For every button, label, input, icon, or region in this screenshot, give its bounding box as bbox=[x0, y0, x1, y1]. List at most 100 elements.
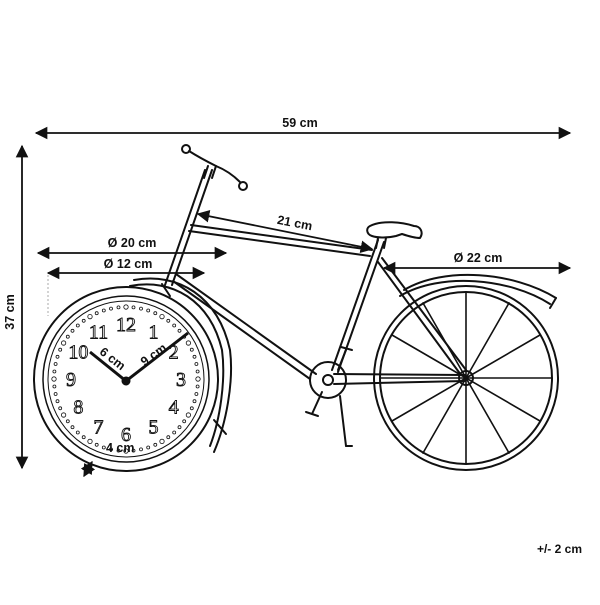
minute-tick bbox=[194, 362, 199, 366]
minute-tick bbox=[52, 369, 57, 374]
clock-numeral: 2 bbox=[169, 342, 179, 364]
clock-numeral: 11 bbox=[89, 321, 108, 343]
clock-face-label: Ø 12 cm bbox=[104, 257, 153, 271]
hour-hand bbox=[89, 350, 127, 383]
clock-numeral: 8 bbox=[73, 397, 83, 419]
minute-tick bbox=[58, 406, 63, 411]
minute-tick bbox=[189, 347, 194, 352]
minute-tick bbox=[194, 392, 199, 396]
clock-numeral: 4 bbox=[169, 397, 179, 419]
frame-length-label: 21 cm bbox=[276, 213, 313, 234]
minute-tick bbox=[159, 313, 165, 320]
minute-tick bbox=[60, 412, 67, 418]
seat-tube bbox=[331, 239, 385, 373]
minute-tick bbox=[70, 328, 75, 333]
minute-tick bbox=[195, 376, 201, 382]
clock-minute-ticks bbox=[51, 304, 201, 454]
front-fender bbox=[129, 277, 233, 453]
minute-tick bbox=[58, 347, 63, 352]
minute-tick bbox=[146, 445, 151, 450]
clock-center-pin bbox=[121, 376, 131, 386]
seat-stays bbox=[377, 257, 467, 376]
clock-numeral: 6 bbox=[121, 424, 131, 446]
minute-tick bbox=[146, 308, 151, 313]
minute-tick bbox=[109, 306, 113, 311]
minute-tick bbox=[195, 369, 200, 374]
minute-tick bbox=[153, 311, 158, 316]
bicycle-illustration bbox=[129, 144, 559, 471]
handlebar bbox=[181, 144, 248, 191]
minute-tick bbox=[101, 445, 106, 450]
minute-tick bbox=[131, 305, 136, 310]
minute-tick bbox=[53, 362, 58, 366]
minute-tick bbox=[185, 412, 191, 418]
minute-tick bbox=[131, 448, 136, 453]
clock-face bbox=[47, 300, 205, 458]
minute-tick bbox=[139, 306, 143, 311]
minute-tick bbox=[166, 318, 171, 323]
minute-tick bbox=[101, 308, 106, 313]
clock-numeral: 5 bbox=[149, 417, 159, 439]
minute-tick bbox=[65, 334, 70, 339]
minute-tick bbox=[159, 438, 165, 444]
minute-tick bbox=[75, 323, 80, 328]
tolerance-note: +/- 2 cm bbox=[536, 542, 582, 556]
minute-tick bbox=[177, 425, 182, 430]
wheel-label: Ø 22 cm bbox=[454, 251, 503, 265]
clock-hands bbox=[89, 331, 189, 386]
minute-tick bbox=[52, 384, 57, 389]
frame-length-dimension-line bbox=[196, 210, 374, 253]
clock-numeral: 7 bbox=[94, 417, 104, 439]
minute-tick bbox=[51, 376, 57, 382]
minute-tick bbox=[139, 447, 143, 452]
minute-tick bbox=[195, 384, 200, 389]
minute-tick bbox=[81, 435, 86, 440]
rear-wheel bbox=[373, 273, 559, 471]
minute-tick bbox=[172, 323, 177, 328]
minute-tick bbox=[166, 435, 171, 440]
minute-tick bbox=[87, 438, 93, 444]
minute-tick bbox=[192, 399, 197, 404]
fork bbox=[164, 169, 213, 286]
minute-tick bbox=[55, 399, 60, 404]
height-label: 37 cm bbox=[3, 294, 17, 329]
chain-stays bbox=[333, 373, 466, 385]
saddle bbox=[366, 221, 423, 249]
minute-tick bbox=[192, 354, 197, 359]
clock-numeral: 1 bbox=[149, 321, 159, 343]
top-tube bbox=[188, 224, 373, 257]
depth-dimension-line bbox=[80, 460, 96, 478]
down-tube bbox=[172, 273, 317, 380]
clock-numeral: 12 bbox=[116, 314, 136, 336]
minute-tick bbox=[153, 442, 158, 447]
minute-tick bbox=[177, 328, 182, 333]
clock-numeral: 10 bbox=[68, 342, 88, 364]
minute-tick bbox=[81, 318, 86, 323]
width-label: 59 cm bbox=[282, 116, 317, 130]
clock-numeral: 9 bbox=[66, 369, 76, 391]
minute-tick bbox=[116, 448, 121, 453]
minute-tick bbox=[60, 340, 67, 346]
minute-hand bbox=[125, 331, 189, 383]
minute-tick bbox=[87, 313, 93, 320]
minute-tick bbox=[94, 311, 99, 316]
minute-tick bbox=[185, 340, 191, 346]
minute-tick bbox=[123, 448, 129, 454]
minute-tick bbox=[65, 419, 70, 424]
clock-inner-ring bbox=[42, 295, 210, 463]
clock-outer-label: Ø 20 cm bbox=[108, 236, 157, 250]
minute-tick bbox=[182, 419, 187, 424]
minute-tick bbox=[94, 442, 99, 447]
minute-tick bbox=[75, 430, 80, 435]
minute-tick bbox=[55, 354, 60, 359]
depth-label: 4 cm bbox=[106, 441, 135, 455]
minute-tick bbox=[116, 305, 121, 310]
minute-tick bbox=[109, 447, 113, 452]
minute-tick bbox=[123, 304, 129, 310]
minute-tick bbox=[53, 392, 58, 396]
crankset bbox=[305, 346, 353, 447]
minute-tick bbox=[172, 430, 177, 435]
